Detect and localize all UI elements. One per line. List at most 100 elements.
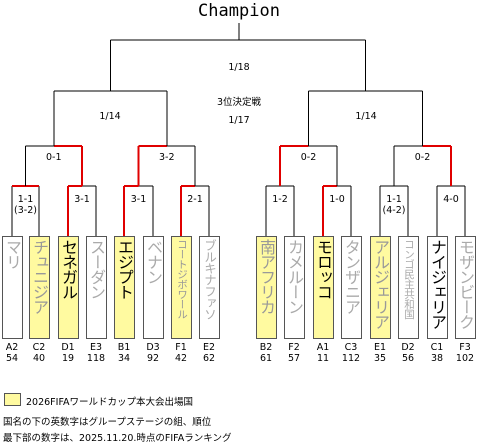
team-fifa-rank: 112 — [341, 353, 361, 364]
third-place-label: 3位決定戦 — [216, 97, 262, 108]
first-round-pk-score: (4-2) — [382, 205, 406, 216]
team-fifa-rank: 57 — [287, 353, 301, 364]
team-name: セネガル — [59, 239, 78, 299]
first-round-score-value: 2-1 — [187, 194, 203, 205]
team-group: C1 — [430, 342, 444, 353]
team-name: エジプト — [115, 239, 134, 299]
team-box: コンゴ民主共和国 — [398, 236, 419, 339]
team-name: ナイジェリア — [428, 239, 447, 329]
team-name: 南アフリカ — [257, 239, 276, 314]
team-group: C3 — [344, 342, 358, 353]
team-fifa-rank: 54 — [5, 353, 19, 364]
team-group: F1 — [175, 342, 187, 353]
team-group: F3 — [459, 342, 471, 353]
quarterfinal-score: 0-2 — [414, 152, 431, 163]
first-round-score: 3-1 — [119, 194, 159, 205]
right-semifinal-score: 1/14 — [355, 111, 377, 122]
quarterfinal-score: 3-2 — [158, 152, 175, 163]
first-round-score-value: 1-1 — [386, 194, 402, 205]
team-group: A2 — [5, 342, 19, 353]
first-round-score-value: 1-1 — [17, 194, 34, 205]
team-name: ブルキナファソ — [202, 239, 217, 320]
first-round-score: 3-1 — [62, 194, 102, 205]
third-place-score: 1/17 — [228, 115, 250, 126]
qualified-legend-swatch — [4, 393, 21, 406]
team-group: D3 — [146, 342, 160, 353]
team-fifa-rank: 38 — [430, 353, 444, 364]
team-group: F2 — [288, 342, 300, 353]
first-round-score: 1-0 — [317, 194, 357, 205]
team-name: チュニジア — [30, 239, 49, 314]
team-group: B1 — [117, 342, 131, 353]
team-fifa-rank: 118 — [86, 353, 106, 364]
team-fifa-rank: 35 — [373, 353, 387, 364]
team-fifa-rank: 34 — [117, 353, 131, 364]
page-title: Champion — [198, 1, 280, 21]
first-round-score: 2-1 — [175, 194, 215, 205]
team-group: E1 — [373, 342, 387, 353]
team-box: ナイジェリア — [427, 236, 448, 339]
team-fifa-rank: 92 — [146, 353, 160, 364]
team-fifa-rank: 56 — [401, 353, 415, 364]
left-semifinal-score: 1/14 — [99, 111, 121, 122]
team-fifa-rank: 19 — [61, 353, 75, 364]
team-name: コートジボワール — [176, 239, 188, 319]
team-box: セネガル — [58, 236, 79, 339]
note-group-position: 国名の下の英数字はグループステージの組、順位 — [3, 417, 212, 428]
first-round-score-value: 3-1 — [74, 194, 90, 205]
team-fifa-rank: 102 — [455, 353, 475, 364]
team-name: ベナン — [144, 239, 163, 284]
team-fifa-rank: 11 — [316, 353, 330, 364]
team-group: B2 — [259, 342, 273, 353]
first-round-score: 1-2 — [260, 194, 300, 205]
team-fifa-rank: 42 — [174, 353, 188, 364]
team-group: E2 — [202, 342, 216, 353]
team-box: カメルーン — [284, 236, 305, 339]
team-box: マリ — [2, 236, 23, 339]
team-group: E3 — [89, 342, 103, 353]
team-fifa-rank: 62 — [202, 353, 216, 364]
team-box: アルジェリア — [370, 236, 391, 339]
team-box: タンザニア — [341, 236, 362, 339]
team-group: C2 — [32, 342, 46, 353]
first-round-pk-score: (3-2) — [14, 205, 37, 216]
team-group: A1 — [316, 342, 330, 353]
team-box: モロッコ — [313, 236, 334, 339]
team-box: エジプト — [114, 236, 135, 339]
first-round-score-value: 3-1 — [130, 194, 147, 205]
team-name: マリ — [3, 239, 22, 269]
first-round-score: 1-1(4-2) — [374, 194, 414, 216]
team-box: スーダン — [86, 236, 107, 339]
team-group: D1 — [61, 342, 75, 353]
team-name: カメルーン — [285, 239, 304, 314]
team-fifa-rank: 61 — [259, 353, 273, 364]
qualified-legend-label: 2026FIFAワールドカップ本大会出場国 — [26, 397, 194, 408]
team-name: コンゴ民主共和国 — [403, 239, 415, 319]
first-round-score: 4-0 — [431, 194, 471, 205]
first-round-score-value: 1-0 — [329, 194, 345, 205]
quarterfinal-score: 0-1 — [45, 152, 62, 163]
team-box: チュニジア — [29, 236, 50, 339]
team-box: コートジボワール — [171, 236, 192, 339]
team-group: D2 — [401, 342, 415, 353]
note-fifa-ranking: 最下部の数字は、2025.11.20.時点のFIFAランキング — [3, 433, 232, 444]
team-name: アルジェリア — [371, 239, 390, 329]
first-round-score-value: 1-2 — [272, 194, 288, 205]
first-round-score: 1-1(3-2) — [6, 194, 46, 216]
final-score: 1/18 — [228, 62, 250, 73]
